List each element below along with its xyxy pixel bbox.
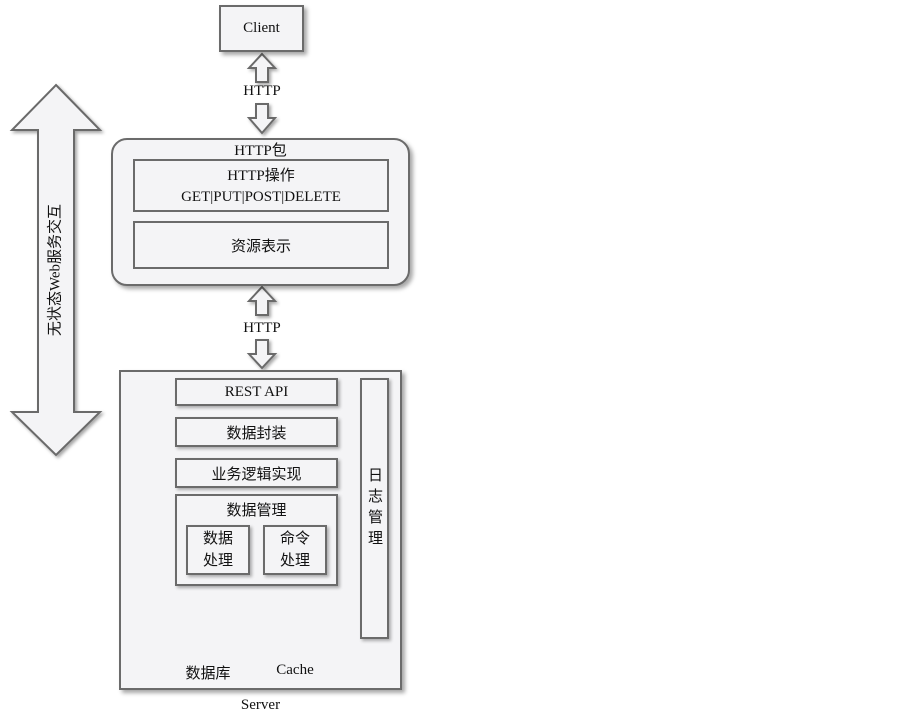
- http-link-label-bottom: HTTP: [243, 320, 281, 336]
- side-arrow-label: 无状态Web服务交互: [47, 203, 64, 337]
- http-operation-label: HTTP操作: [227, 168, 295, 184]
- data-encapsulation-layer: 数据封装: [175, 417, 338, 447]
- client-box: Client: [219, 5, 304, 52]
- business-logic-label: 业务逻辑实现: [211, 466, 302, 483]
- http-link-label-top: HTTP: [243, 83, 281, 99]
- client-label: Client: [243, 20, 280, 36]
- server-label: Server: [240, 697, 281, 713]
- server-link-arrow: [246, 285, 278, 370]
- data-processing-box: 数据 处理: [186, 525, 250, 575]
- command-processing-box: 命令 处理: [263, 525, 327, 575]
- business-logic-layer: 业务逻辑实现: [175, 458, 338, 488]
- http-packet-title: HTTP包: [234, 143, 287, 159]
- http-operation-box: [133, 159, 389, 212]
- command-processing-label: 命令 处理: [279, 531, 310, 569]
- cache-label: Cache: [276, 662, 314, 678]
- rest-api-label: REST API: [224, 383, 289, 400]
- log-management-box: 日志管理: [360, 378, 389, 639]
- rest-api-layer: REST API: [175, 378, 338, 406]
- side-double-arrow: [9, 83, 103, 457]
- resource-representation-label: 资源表示: [230, 238, 291, 255]
- data-processing-label: 数据 处理: [202, 531, 233, 569]
- data-encapsulation-label: 数据封装: [226, 425, 287, 442]
- database-label: 数据库: [185, 666, 231, 682]
- log-management-label: 日志管理: [366, 466, 382, 551]
- client-link-arrow: [246, 52, 278, 135]
- resource-representation-box: 资源表示: [133, 221, 389, 269]
- http-methods-label: GET|PUT|POST|DELETE: [181, 189, 341, 205]
- data-management-label: 数据管理: [226, 503, 287, 519]
